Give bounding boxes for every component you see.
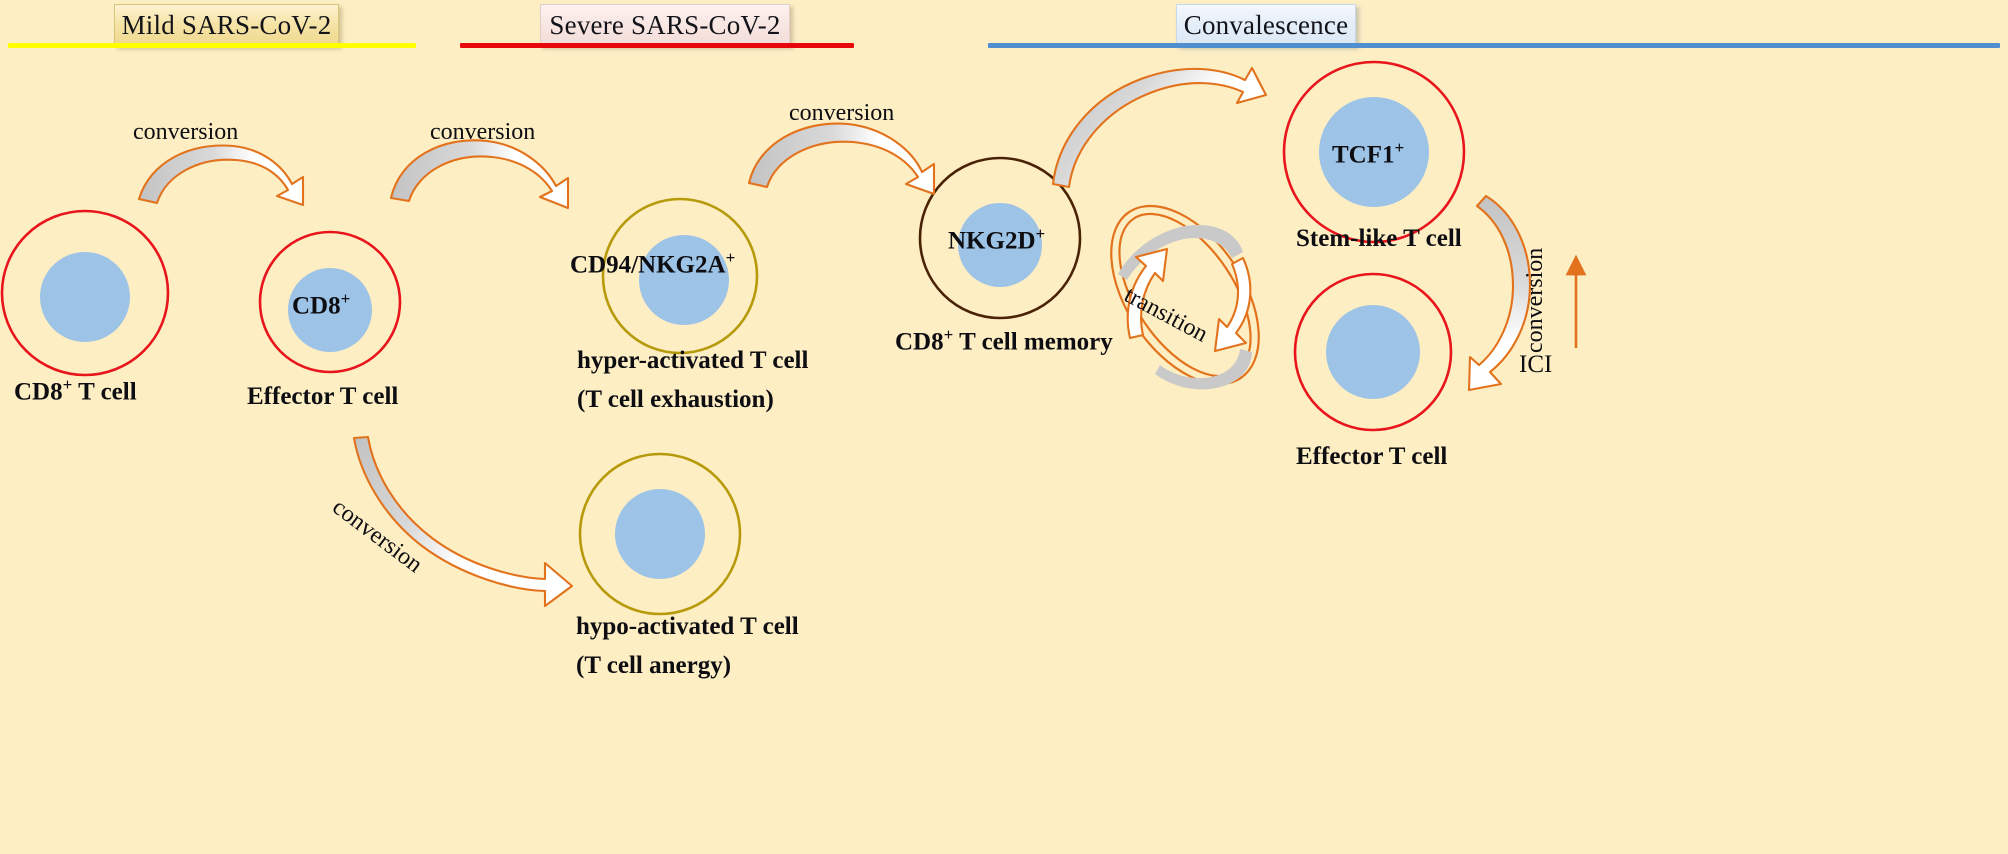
phase-rule-mild xyxy=(8,43,416,48)
marker-text: CD8 xyxy=(292,292,341,320)
phase-banner-severe: Severe SARS-CoV-2 xyxy=(540,4,790,46)
arrow-memory-to-stem xyxy=(1051,66,1268,189)
arrow-conversion-5 xyxy=(1467,194,1532,392)
marker-superscript: + xyxy=(1035,224,1046,243)
arrow-label-text: conversion xyxy=(430,119,536,145)
marker-cd94-nkg2a: CD94/NKG2A+ xyxy=(570,248,735,279)
cell-stem-like-t-cell xyxy=(1282,60,1466,244)
cell-hypo-activated-t-cell xyxy=(578,452,742,616)
phase-label-severe: Severe SARS-CoV-2 xyxy=(549,9,781,40)
phase-label-convalescence: Convalescence xyxy=(1183,9,1349,40)
cell-label-text: CD8 xyxy=(895,328,944,356)
marker-tcf1: TCF1+ xyxy=(1332,138,1404,169)
annotation-label-ici: ICI xyxy=(1519,351,1552,379)
arrow-conversion-3 xyxy=(747,122,936,196)
cell-label-tail: T cell xyxy=(72,378,137,406)
arrow-label-conversion-2: conversion xyxy=(430,119,535,146)
arrow-label-text: conversion xyxy=(1522,247,1548,353)
marker-cd8-effector: CD8+ xyxy=(292,289,350,320)
cell-effector-t-cell-right xyxy=(1293,272,1453,432)
phase-rule-convalescence xyxy=(988,43,2000,48)
cell-label-text: hypo-activated T cell xyxy=(576,613,799,640)
phase-label-mild: Mild SARS-CoV-2 xyxy=(121,9,332,40)
arrow-conversion-2 xyxy=(389,139,570,210)
cell-cd8-t-cell-memory xyxy=(918,156,1082,320)
marker-superscript: + xyxy=(340,289,351,308)
arrow-label-conversion-1: conversion xyxy=(133,119,238,146)
ici-text: ICI xyxy=(1519,351,1553,378)
cell-label-hyper-activated-t-cell-line2: (T cell exhaustion) xyxy=(577,386,774,414)
arrow-label-conversion-3: conversion xyxy=(789,100,894,127)
cell-hyper-activated-t-cell xyxy=(601,197,759,355)
cell-cd8-t-cell xyxy=(0,209,170,377)
phase-rule-severe xyxy=(460,43,854,48)
cell-label-cd8-t-cell-memory: CD8+ T cell memory xyxy=(895,325,1113,356)
cell-label-effector-t-cell-left: Effector T cell xyxy=(247,383,398,411)
marker-text: TCF1 xyxy=(1332,141,1395,169)
arrow-transition xyxy=(1110,204,1260,390)
cell-label-text: Effector T cell xyxy=(1296,443,1448,470)
marker-superscript: + xyxy=(725,248,736,267)
cell-label-hypo-activated-t-cell: hypo-activated T cell xyxy=(576,613,799,641)
marker-nkg2d: NKG2D+ xyxy=(948,224,1045,255)
arrow-label-conversion-5: conversion xyxy=(1522,248,1549,353)
arrow-conversion-4 xyxy=(352,435,574,608)
marker-text: NKG2D xyxy=(948,227,1036,255)
cell-label-text: (T cell exhaustion) xyxy=(577,386,774,413)
marker-superscript: + xyxy=(1394,138,1405,157)
cell-label-superscript: + xyxy=(943,325,954,344)
cell-label-stem-like-t-cell: Stem-like T cell xyxy=(1296,225,1462,253)
marker-text: CD94/NKG2A xyxy=(570,251,726,279)
cell-label-hypo-activated-t-cell-line2: (T cell anergy) xyxy=(576,652,731,680)
cell-label-hyper-activated-t-cell: hyper-activated T cell xyxy=(577,347,808,375)
cell-label-text: Effector T cell xyxy=(247,383,399,410)
phase-banner-mild: Mild SARS-CoV-2 xyxy=(114,4,339,46)
cell-label-text: Stem-like T cell xyxy=(1296,225,1462,252)
arrow-conversion-1 xyxy=(137,144,305,207)
arrow-label-text: conversion xyxy=(789,100,895,126)
cell-label-text: CD8 xyxy=(14,378,63,406)
cell-label-text: (T cell anergy) xyxy=(576,652,732,679)
arrow-label-text: conversion xyxy=(133,119,239,145)
cell-label-effector-t-cell-right: Effector T cell xyxy=(1296,443,1447,471)
cell-label-superscript: + xyxy=(62,375,73,394)
cell-label-cd8-t-cell: CD8+ T cell xyxy=(14,375,137,406)
cell-effector-t-cell-left xyxy=(258,230,402,374)
phase-banner-convalescence: Convalescence xyxy=(1176,4,1356,46)
cell-label-tail: T cell memory xyxy=(953,328,1113,356)
cell-label-text: hyper-activated T cell xyxy=(577,347,809,374)
